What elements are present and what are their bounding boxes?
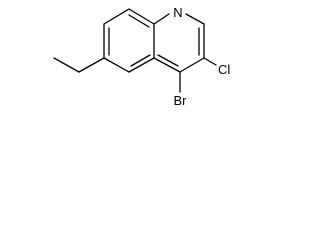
structure-canvas: N Cl Br xyxy=(0,0,256,136)
bond-c8a-c8-inner xyxy=(128,14,150,28)
quinoline-structure: N Cl Br xyxy=(53,5,230,108)
bond-c4-c4a xyxy=(153,57,181,73)
bond-c4-c4a-inner xyxy=(157,54,179,67)
bond-c8a-c8 xyxy=(128,8,155,25)
bond-c8-c7 xyxy=(103,8,130,25)
bond-c5-c4a-inner xyxy=(130,54,151,67)
atom-label-nitrogen: N xyxy=(173,5,182,20)
bond-ethyl-ch2-ch3 xyxy=(53,57,80,73)
bond-c5-c4a xyxy=(128,57,155,73)
bond-c8a-n1 xyxy=(153,13,170,25)
bond-c6-ethyl-ch2 xyxy=(78,57,105,73)
bond-c6-c5 xyxy=(103,57,130,73)
atom-label-bromine: Br xyxy=(174,93,188,108)
bond-c3-c4 xyxy=(179,57,205,73)
atom-label-chlorine: Cl xyxy=(218,62,230,77)
bond-n1-c2 xyxy=(185,13,205,25)
bond-c3-cl xyxy=(203,57,217,66)
